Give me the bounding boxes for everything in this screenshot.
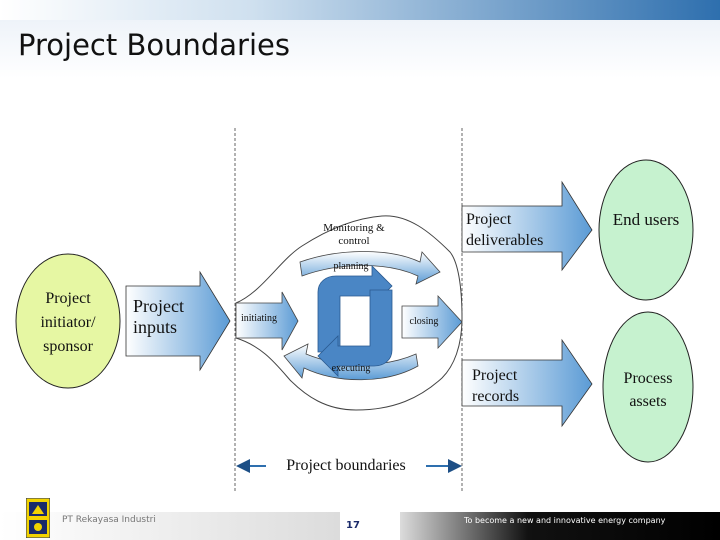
slide-title: Project Boundaries [18, 28, 290, 62]
inputs-label: Project inputs [133, 296, 184, 337]
initiating-label: initiating [240, 313, 278, 324]
initiator-ellipse [15, 253, 121, 389]
process-assets-label: Process assets [623, 370, 673, 410]
footer-company-name: PT Rekayasa Industri [62, 515, 156, 525]
boundaries-label: Project boundaries [266, 456, 426, 476]
deliverables-label: Project deliverables [466, 211, 544, 249]
executing-label: executing [331, 363, 371, 374]
end-users-ellipse [598, 159, 694, 301]
closing-arrow [401, 294, 463, 350]
initiating-arrow [235, 291, 299, 351]
records-arrow [461, 338, 593, 428]
cycle-arrow-lower [317, 289, 393, 377]
closing-label: closing [409, 316, 439, 327]
boundaries-arrowhead-left [236, 459, 250, 473]
records-label: Project records [472, 367, 520, 405]
company-logo [26, 498, 50, 538]
footer-mid-band [340, 512, 400, 540]
planning-label: planning [333, 261, 369, 272]
deliverables-arrow [461, 180, 593, 272]
initiator-label: Project initiator/ sponsor [40, 290, 96, 355]
page-number: 17 [346, 520, 360, 531]
boundaries-arrowhead-right [448, 459, 462, 473]
inputs-arrow [125, 270, 231, 372]
monitoring-label: Monitoring & control [323, 222, 385, 247]
footer-tagline: To become a new and innovative energy co… [464, 516, 666, 525]
top-accent-bar [0, 0, 720, 20]
planning-arrow [299, 251, 441, 285]
process-assets-ellipse [602, 311, 694, 463]
title-band [0, 20, 720, 78]
footer-right-band [400, 512, 720, 540]
end-users-label: End users [612, 210, 680, 229]
footer-left-band [0, 512, 340, 540]
